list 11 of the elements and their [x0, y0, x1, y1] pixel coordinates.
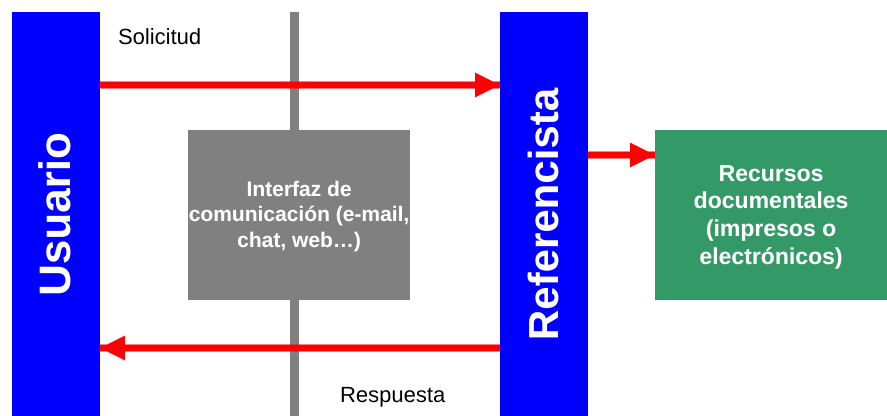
vertical-label: Usuario [34, 132, 78, 296]
user-bar [12, 12, 100, 416]
vertical-label: Referencista [523, 88, 565, 340]
arrow [100, 72, 500, 98]
box-text: Interfaz de comunicación (e-mail, chat, web…) [188, 177, 410, 253]
interface-box [188, 130, 410, 300]
resources-box [655, 130, 887, 300]
arrow [588, 142, 655, 168]
arrow [100, 335, 500, 361]
librarian-bar [500, 12, 588, 416]
box-text: Recursos documentales (impresos o electrónicos) [692, 160, 850, 270]
